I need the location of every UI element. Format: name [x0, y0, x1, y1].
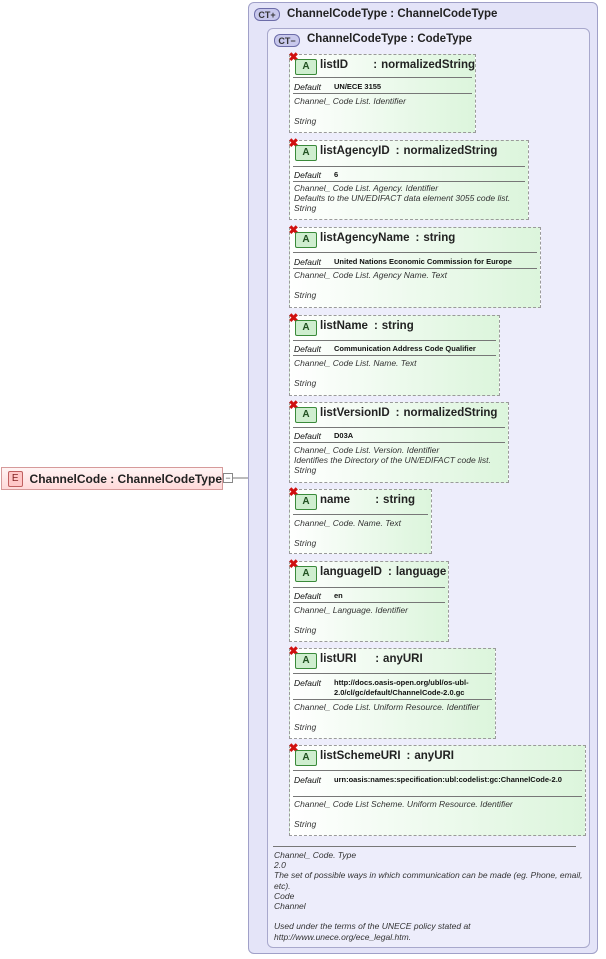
divider: [293, 442, 505, 443]
attribute-doc: Channel_ Language. Identifier String: [294, 605, 408, 635]
divider: [293, 427, 505, 428]
attribute-doc: Channel_ Code List. Uniform Resource. Id…: [294, 702, 480, 732]
divider: [293, 166, 525, 167]
attribute-icon: A: [295, 566, 317, 582]
attribute-title: name :string: [320, 494, 415, 506]
attribute-icon: A: [295, 145, 317, 161]
attribute-title: listAgencyName:string: [320, 232, 456, 244]
attribute-title: listAgencyID:normalizedString: [320, 145, 498, 157]
divider: [293, 77, 472, 78]
divider: [293, 93, 472, 94]
attribute-doc: Channel_ Code List. Identifier String: [294, 96, 406, 126]
attribute-doc: Channel_ Code. Name. Text String: [294, 518, 401, 548]
x-icon: ✖: [288, 136, 299, 150]
x-icon: ✖: [288, 557, 299, 571]
attribute-title: listURI :anyURI: [320, 653, 423, 665]
divider: [293, 796, 582, 797]
x-icon: ✖: [288, 311, 299, 325]
divider: [293, 673, 492, 674]
minus-icon: −: [290, 36, 296, 46]
attribute-languageid[interactable]: ✖ A languageID:language Default en Chann…: [288, 557, 449, 642]
attribute-doc: Channel_ Code List. Agency Name. Text St…: [294, 270, 447, 300]
complex-type-badge-inner[interactable]: CT−: [274, 34, 300, 47]
x-icon: ✖: [288, 741, 299, 755]
attribute-title: listVersionID:normalizedString: [320, 407, 498, 419]
attribute-listagencyname[interactable]: ✖ A listAgencyName:string Default United…: [288, 223, 541, 308]
divider: [293, 252, 537, 253]
element-channelcode[interactable]: E ChannelCode : ChannelCodeType: [1, 467, 223, 490]
plus-icon: +: [270, 10, 276, 20]
attribute-name[interactable]: ✖ A name :string Channel_ Code. Name. Te…: [288, 485, 432, 554]
attribute-icon: A: [295, 653, 317, 669]
attribute-icon: A: [295, 232, 317, 248]
attribute-title: listID :normalizedString: [320, 59, 476, 71]
element-badge: E: [8, 470, 23, 487]
divider: [293, 602, 445, 603]
attribute-doc: Channel_ Code List Scheme. Uniform Resou…: [294, 799, 513, 829]
collapse-toggle[interactable]: −: [223, 473, 233, 483]
x-icon: ✖: [288, 398, 299, 412]
attribute-icon: A: [295, 407, 317, 423]
divider: [293, 699, 492, 700]
divider: [293, 514, 428, 515]
attribute-listuri[interactable]: ✖ A listURI :anyURI Default http://docs.…: [288, 644, 496, 739]
element-label: ChannelCode : ChannelCodeType: [29, 471, 222, 486]
x-icon: ✖: [288, 644, 299, 658]
divider: [293, 355, 496, 356]
x-icon: ✖: [288, 485, 299, 499]
divider: [293, 770, 582, 771]
attribute-listversionid[interactable]: ✖ A listVersionID:normalizedString Defau…: [288, 398, 509, 483]
attribute-listid[interactable]: ✖ A listID :normalizedString Default UN/…: [288, 50, 476, 133]
complex-type-inner-title: ChannelCodeType : CodeType: [307, 33, 473, 45]
divider: [293, 181, 525, 182]
attribute-icon: A: [295, 59, 317, 75]
type-documentation: Channel_ Code. Type 2.0 The set of possi…: [274, 850, 583, 942]
attribute-title: listName:string: [320, 320, 414, 332]
attribute-icon: A: [295, 320, 317, 336]
attribute-doc: Channel_ Code List. Version. Identifier …: [294, 445, 491, 475]
attribute-doc: Channel_ Code List. Agency. Identifier D…: [294, 183, 511, 213]
type-doc-divider: [273, 846, 576, 847]
complex-type-outer-title: ChannelCodeType : ChannelCodeType: [287, 8, 498, 20]
attribute-listschemeuri[interactable]: ✖ A listSchemeURI:anyURI Default urn:oas…: [288, 741, 586, 836]
attribute-listagencyid[interactable]: ✖ A listAgencyID:normalizedString Defaul…: [288, 136, 529, 220]
complex-type-badge-outer: CT+: [254, 8, 280, 21]
attribute-doc: Channel_ Code List. Name. Text String: [294, 358, 417, 388]
attribute-title: languageID:language: [320, 566, 447, 578]
x-icon: ✖: [288, 223, 299, 237]
attribute-icon: A: [295, 494, 317, 510]
divider: [293, 268, 537, 269]
divider: [293, 587, 445, 588]
divider: [293, 340, 496, 341]
attribute-title: listSchemeURI:anyURI: [320, 750, 454, 762]
attribute-listname[interactable]: ✖ A listName:string Default Communicatio…: [288, 311, 500, 396]
attribute-icon: A: [295, 750, 317, 766]
x-icon: ✖: [288, 50, 299, 64]
